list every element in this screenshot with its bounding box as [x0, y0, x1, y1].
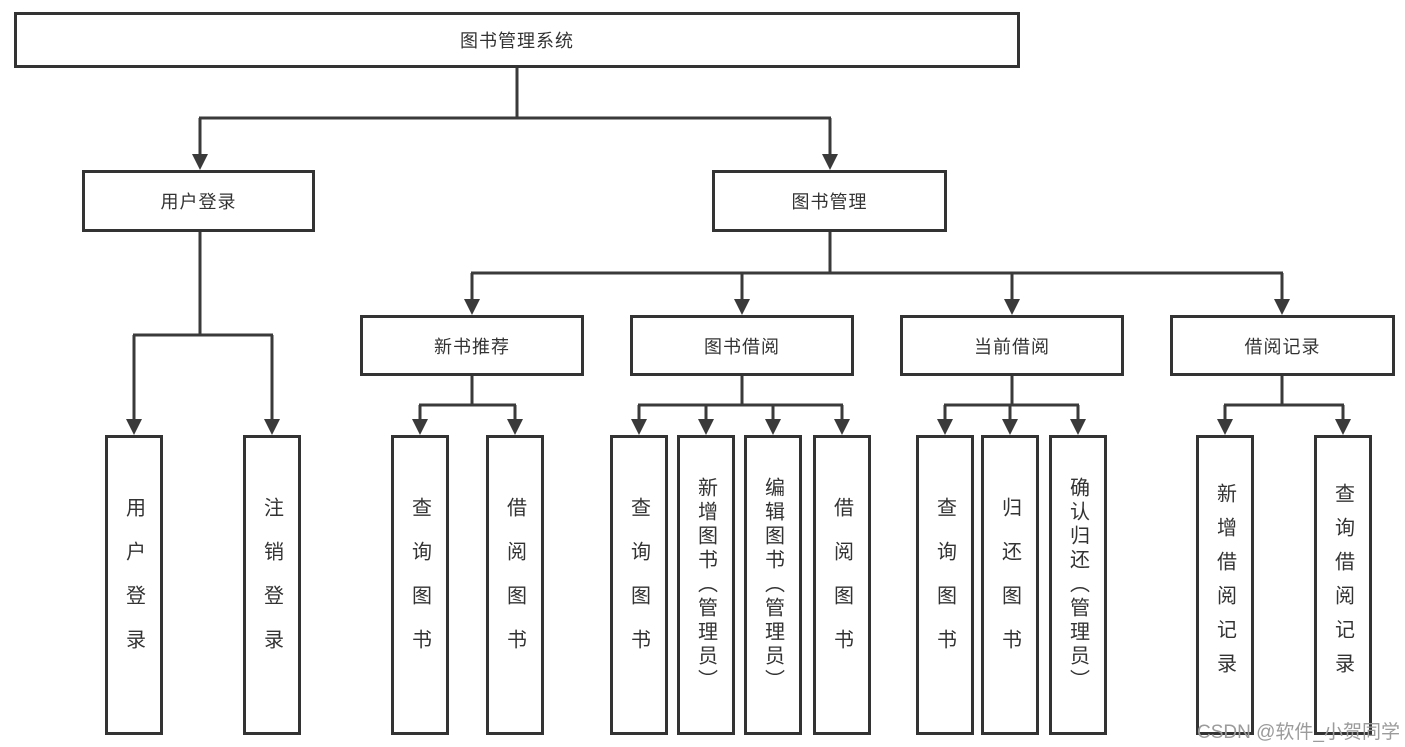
- csdn-watermark: CSDN @软件_小贺同学: [1197, 722, 1400, 743]
- node-book-borrowing-label: 图书借阅: [704, 336, 780, 357]
- leaf-borrow-book: 借阅图书: [813, 435, 871, 735]
- leaf-edit-book-admin: 编辑图书（管理员）: [744, 435, 802, 735]
- node-book-management-label: 图书管理: [791, 192, 868, 212]
- leaf-add-book-admin-label: 新增图书（管理员）: [694, 477, 717, 693]
- leaf-edit-book-admin-label: 编辑图书（管理员）: [761, 477, 784, 693]
- leaf-add-borrow-record-label: 新增借阅记录: [1213, 483, 1236, 687]
- node-current-borrowing-label: 当前借阅: [974, 336, 1050, 357]
- leaf-confirm-return-admin: 确认归还（管理员）: [1049, 435, 1107, 735]
- leaf-user-login-label: 用户登录: [122, 497, 145, 673]
- leaf-borrow-book-recommend: 借阅图书: [486, 435, 544, 735]
- leaf-query-book-borrowing: 查询图书: [610, 435, 668, 735]
- leaf-borrow-book-recommend-label: 借阅图书: [503, 497, 526, 673]
- leaf-return-book-label: 归还图书: [998, 497, 1021, 673]
- leaf-return-book: 归还图书: [981, 435, 1039, 735]
- node-root: 图书管理系统: [14, 12, 1020, 68]
- leaf-confirm-return-admin-label: 确认归还（管理员）: [1066, 477, 1089, 693]
- node-user-login-label: 用户登录: [160, 192, 237, 212]
- leaf-query-borrow-record-label: 查询借阅记录: [1331, 483, 1354, 687]
- leaf-query-borrow-record: 查询借阅记录: [1314, 435, 1372, 735]
- leaf-query-book-recommend-label: 查询图书: [408, 497, 431, 673]
- node-book-borrowing: 图书借阅: [630, 315, 854, 376]
- leaf-logout: 注销登录: [243, 435, 301, 735]
- leaf-borrow-book-label: 借阅图书: [830, 497, 853, 673]
- node-user-login: 用户登录: [82, 170, 315, 232]
- leaf-add-borrow-record: 新增借阅记录: [1196, 435, 1254, 735]
- node-borrowing-records: 借阅记录: [1170, 315, 1395, 376]
- node-new-book-recommendation: 新书推荐: [360, 315, 584, 376]
- leaf-logout-label: 注销登录: [260, 497, 283, 673]
- node-borrowing-records-label: 借阅记录: [1244, 336, 1321, 357]
- leaf-add-book-admin: 新增图书（管理员）: [677, 435, 735, 735]
- arrowhead-icons: [126, 154, 1351, 435]
- leaf-query-book-current: 查询图书: [916, 435, 974, 735]
- node-current-borrowing: 当前借阅: [900, 315, 1124, 376]
- leaf-user-login: 用户登录: [105, 435, 163, 735]
- leaf-query-book-borrowing-label: 查询图书: [627, 497, 650, 673]
- node-new-book-recommendation-label: 新书推荐: [434, 336, 510, 357]
- node-book-management: 图书管理: [712, 170, 947, 232]
- leaf-query-book-recommend: 查询图书: [391, 435, 449, 735]
- node-root-label: 图书管理系统: [460, 31, 574, 51]
- leaf-query-book-current-label: 查询图书: [933, 497, 956, 673]
